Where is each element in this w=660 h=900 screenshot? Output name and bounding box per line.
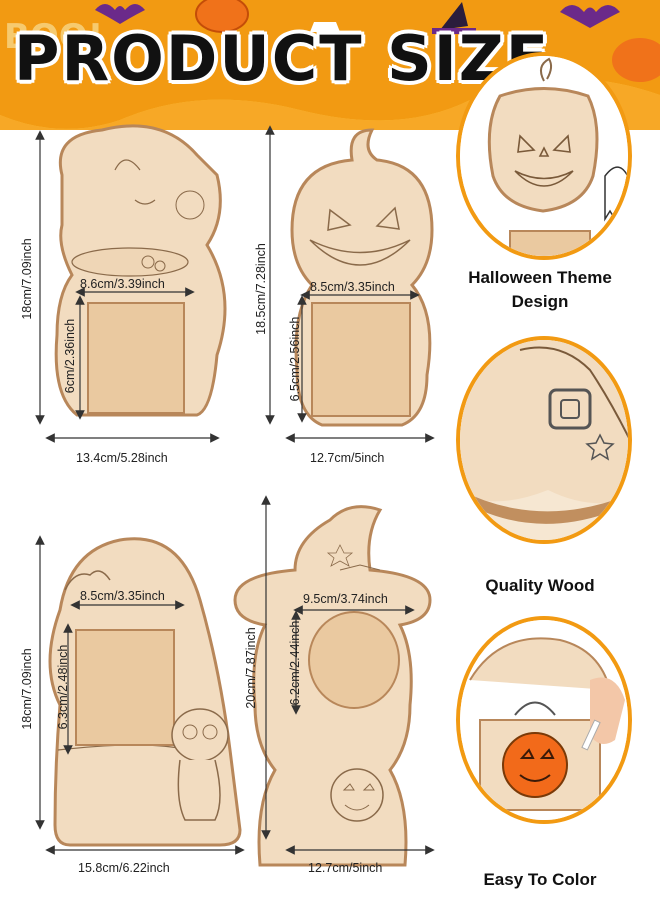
feature-label-wood: Quality Wood	[485, 576, 595, 595]
boo-text: BOO!	[4, 17, 103, 57]
candy-corn-width-label: 15.8cm/6.22inch	[78, 861, 170, 875]
feature-circle-design	[456, 52, 632, 260]
witch-frame-width-label: 9.5cm/3.74inch	[303, 592, 388, 606]
dimension-arrows	[35, 125, 435, 855]
candy-corn-frame-height-label: 6.3cm/2.48inch	[56, 644, 70, 730]
witch-hat-banner-icon	[432, 2, 476, 34]
pumpkin-width-label: 12.7cm/5inch	[310, 451, 385, 465]
cauldron-frame	[54, 124, 227, 417]
pumpkin-frame-height-label: 6.5cm/2.56inch	[288, 316, 302, 402]
cauldron-height-label: 18cm/7.09inch	[20, 238, 34, 320]
feature-label-design: Halloween Theme Design	[468, 268, 612, 311]
witch-height-label: 20cm/7.87inch	[244, 627, 258, 709]
pumpkin-banner-icon	[195, 0, 249, 33]
cauldron-frame-width-label: 8.6cm/3.39inch	[80, 277, 165, 291]
jack-o-lantern-icon	[460, 56, 628, 256]
witch-hat-icon	[460, 340, 628, 540]
bat-right-icon	[560, 5, 620, 28]
candy-corn-icon	[306, 2, 340, 34]
pumpkin-frame	[290, 128, 434, 427]
colored-pumpkin-icon	[460, 620, 628, 820]
witch-width-label: 12.7cm/5inch	[308, 861, 383, 875]
cauldron-width-label: 13.4cm/5.28inch	[76, 451, 168, 465]
pumpkin-height-label: 18.5cm/7.28inch	[254, 243, 268, 335]
witch-frame-height-label: 6.2cm/2.44inch	[288, 620, 302, 706]
pumpkin-frame-width-label: 8.5cm/3.35inch	[310, 280, 395, 294]
candy-corn-height-label: 18cm/7.09inch	[20, 648, 34, 730]
feature-circle-color	[456, 616, 632, 824]
feature-circle-wood	[456, 336, 632, 544]
feature-label-color: Easy To Color	[483, 870, 597, 889]
candy-corn-frame-width-label: 8.5cm/3.35inch	[80, 589, 165, 603]
witch-frame	[233, 505, 432, 867]
page-title: PRODUCT SIZE	[14, 22, 551, 95]
candy-corn-cat-frame	[48, 537, 242, 847]
bat-icon	[95, 4, 145, 24]
cauldron-frame-height-label: 6cm/2.36inch	[63, 318, 77, 394]
